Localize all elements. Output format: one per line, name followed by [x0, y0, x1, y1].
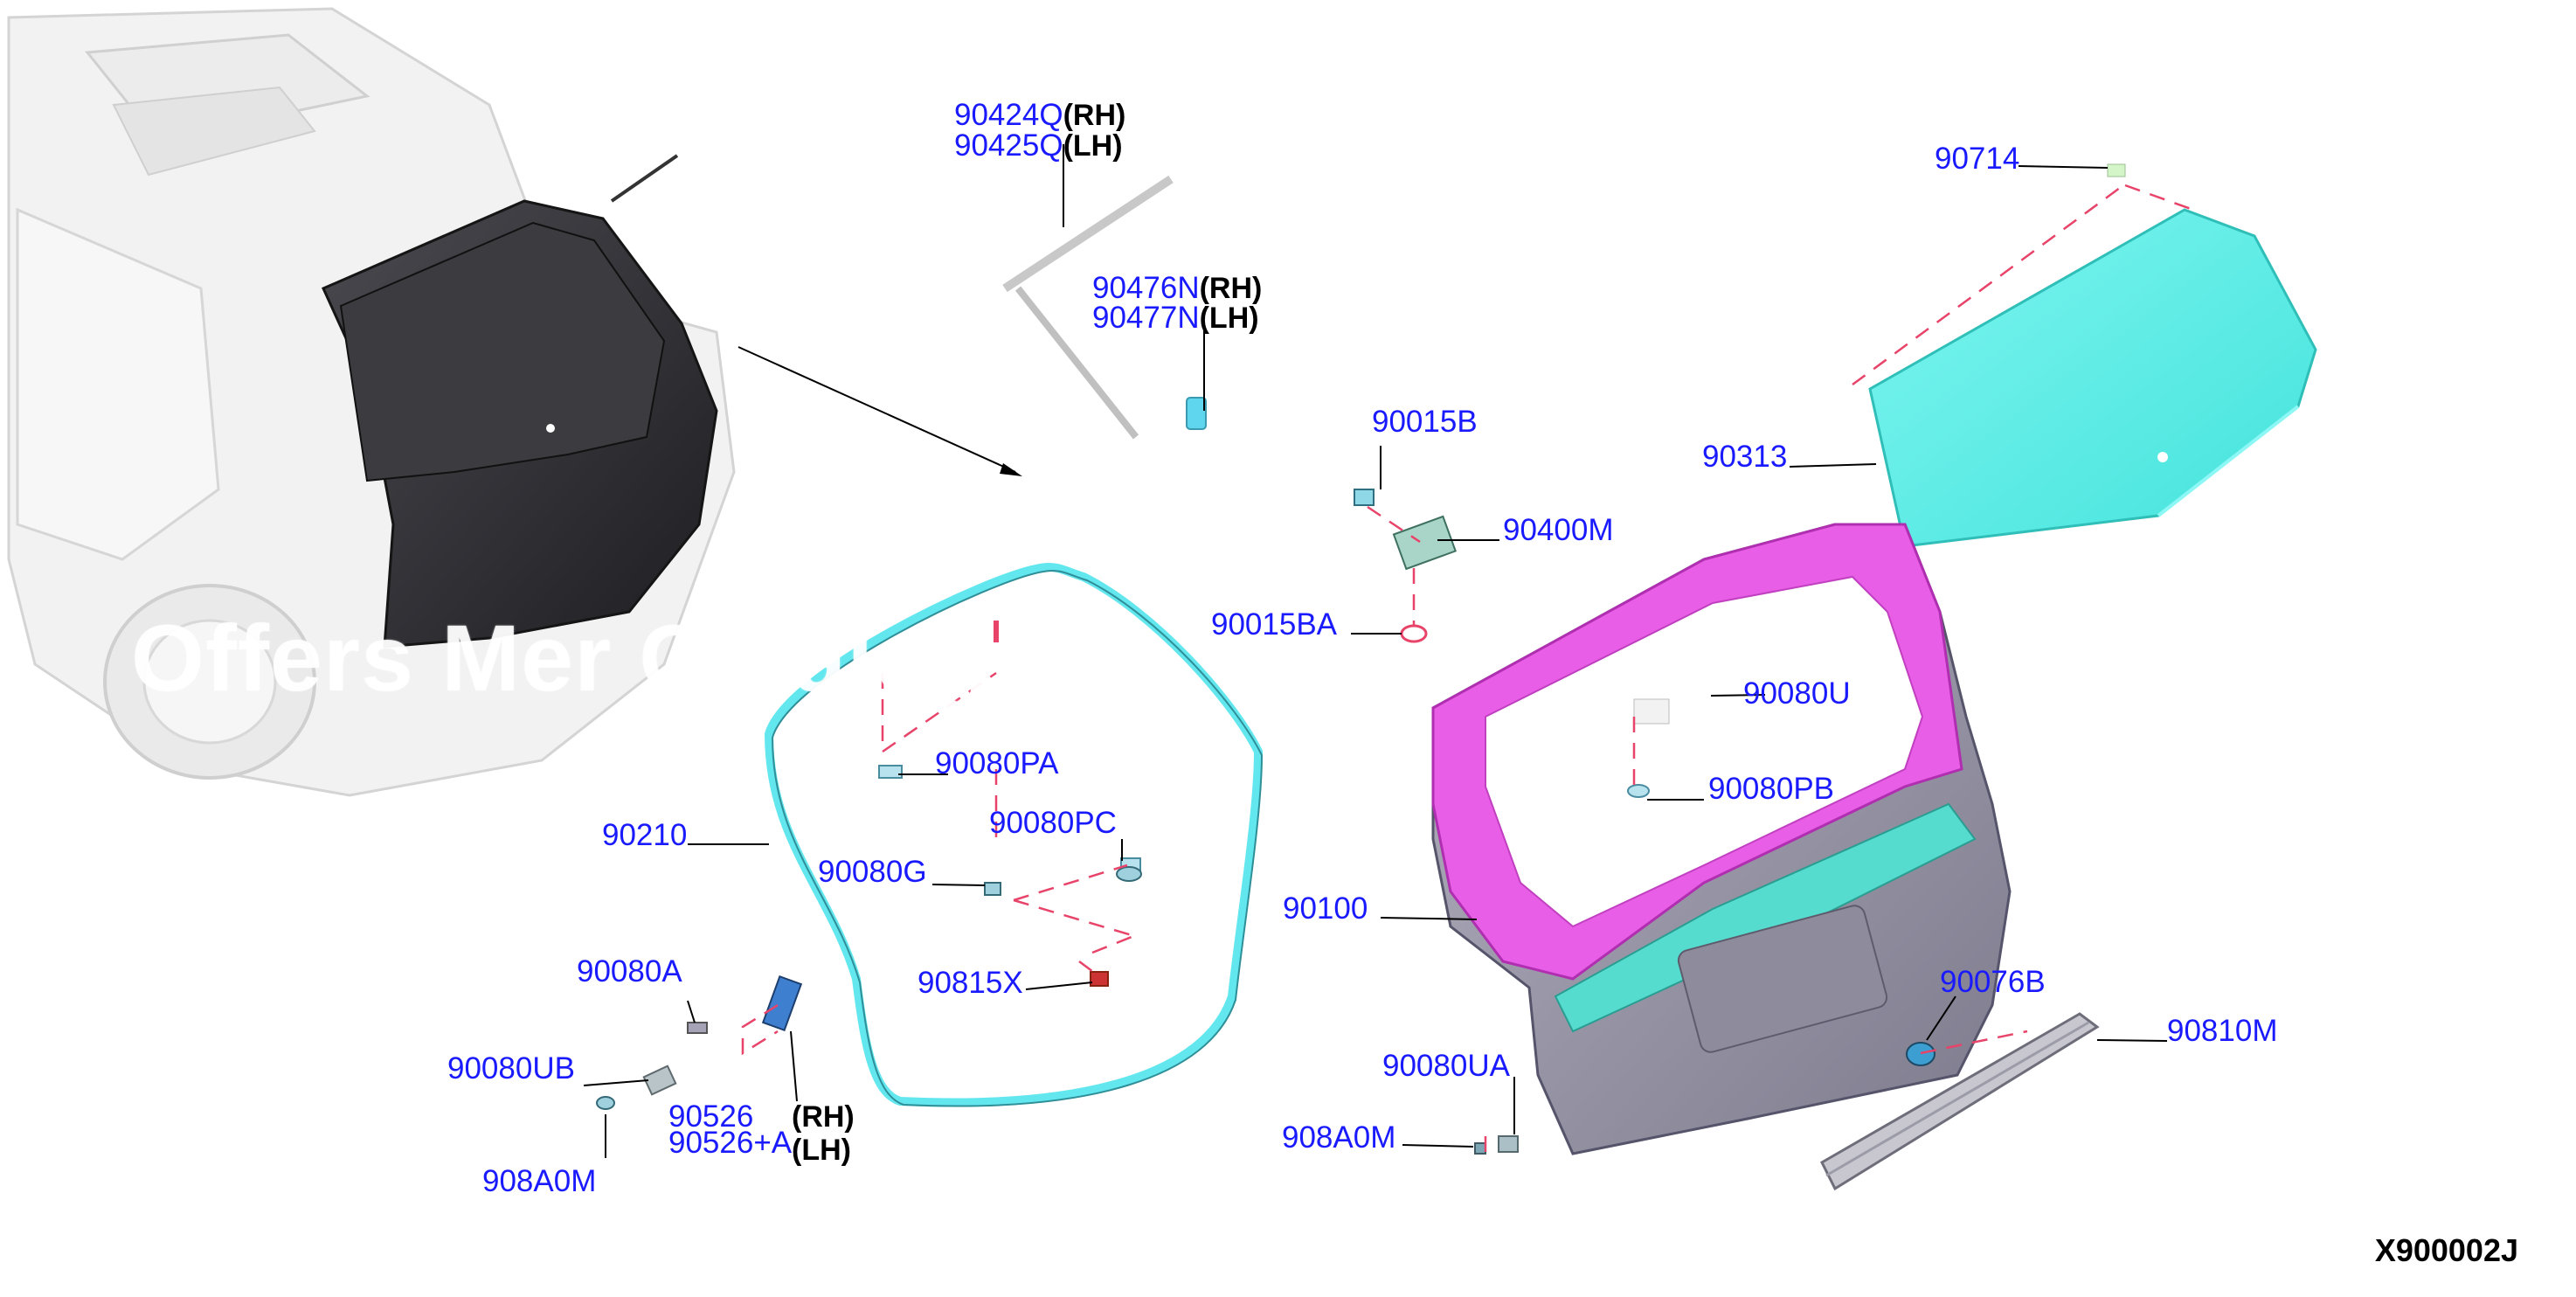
part-label-90080pa[interactable]: 90080PA [935, 746, 1059, 780]
part-label-90477n[interactable]: 90477N(LH) [1092, 301, 1259, 335]
tailgate [1431, 523, 2012, 1155]
side-label-lh: (LH) [792, 1134, 851, 1167]
back-glass [1868, 163, 2317, 548]
part-label-90815x[interactable]: 90815X [918, 966, 1023, 1000]
weatherstrip [764, 563, 1264, 1107]
part-label-90080ua[interactable]: 90080UA [1382, 1049, 1510, 1083]
part-label-908a0m-right[interactable]: 908A0M [1282, 1120, 1396, 1155]
guide-lines [741, 184, 2194, 1154]
part-label-90425q[interactable]: 90425Q(LH) [954, 128, 1123, 163]
part-label-90015b[interactable]: 90015B [1372, 405, 1478, 439]
watermark: Offers Mer Catalog Ar [131, 605, 1122, 711]
diagram-code: X900002J [2374, 1232, 2518, 1268]
part-label-90080g[interactable]: 90080G [818, 855, 927, 889]
part-label-90526a[interactable]: 90526+A [668, 1126, 793, 1160]
vehicle-illustration [7, 7, 736, 797]
part-label-90424q[interactable]: 90424Q(RH) [954, 98, 1126, 132]
part-label-90080pc[interactable]: 90080PC [989, 806, 1117, 840]
part-label-90080u[interactable]: 90080U [1743, 676, 1851, 711]
direction-arrow [737, 346, 1022, 476]
part-label-90714[interactable]: 90714 [1935, 142, 2020, 176]
part-label-90476n[interactable]: 90476N(RH) [1092, 271, 1263, 305]
part-label-90080a[interactable]: 90080A [577, 954, 682, 988]
part-label-90080pb[interactable]: 90080PB [1708, 772, 1835, 806]
part-label-908a0m-left[interactable]: 908A0M [482, 1164, 597, 1198]
part-label-90810m[interactable]: 90810M [2167, 1014, 2278, 1048]
part-label-90313[interactable]: 90313 [1702, 440, 1788, 474]
part-label-90015ba[interactable]: 90015BA [1211, 607, 1338, 642]
part-label-90526[interactable]: 90526 [668, 1099, 754, 1134]
garnish [1820, 1012, 2100, 1191]
part-label-90100[interactable]: 90100 [1283, 891, 1368, 926]
gas-strut [1002, 175, 1207, 440]
small-parts [596, 489, 1935, 1155]
part-label-90080ub[interactable]: 90080UB [447, 1051, 575, 1085]
part-label-90400m[interactable]: 90400M [1503, 513, 1614, 547]
side-label-rh: (RH) [792, 1100, 855, 1134]
leader-lines [583, 144, 2168, 1158]
part-label-90076b[interactable]: 90076B [1940, 965, 2046, 999]
part-label-90210[interactable]: 90210 [602, 818, 688, 852]
